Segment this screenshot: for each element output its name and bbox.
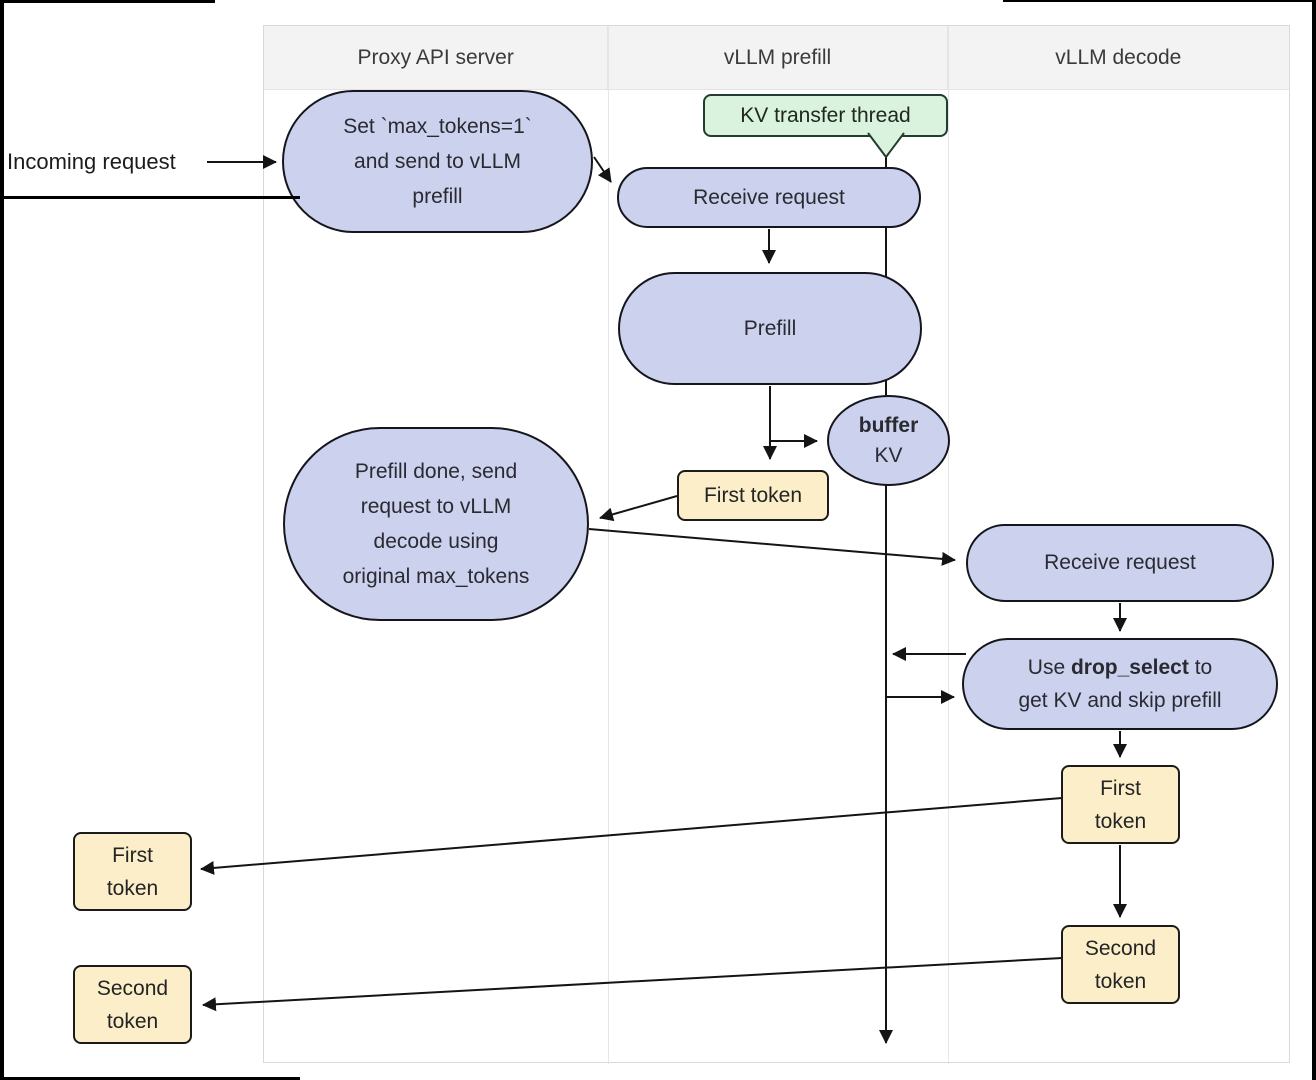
token-label: Second [1084,936,1157,960]
kv-transfer-thread-label: KV transfer thread [740,103,911,127]
node-line: Use drop_select to [1028,651,1212,684]
token-label: token [106,876,159,900]
node-line: and send to vLLM [354,150,521,173]
node-line: Prefill [743,316,797,340]
second-token-output-box: Second token [73,965,192,1044]
lane-header-proxy-api-server: Proxy API server [357,45,514,69]
node-line: get KV and skip prefill [1018,689,1222,712]
node-line: KV [874,443,903,467]
kv-transfer-thread-callout: KV transfer thread [703,94,948,137]
token-label: Second [96,976,169,1000]
buffer-kv-node: buffer KV [827,395,950,486]
first-token-decode-box: First token [1061,765,1180,844]
incoming-request-label: Incoming request [7,149,176,174]
node-line: original max_tokens [342,565,530,588]
node-text: Use [1027,656,1071,679]
node-line: buffer [858,413,919,437]
receive-request-prefill-node: Receive request [617,167,921,228]
node-line: prefill [412,185,463,208]
lane-header-row: Proxy API server vLLM prefill vLLM decod… [264,26,1289,90]
node-line: Receive request [1044,551,1196,574]
token-label: First token [703,484,803,507]
lane-separator [948,26,949,1064]
prefill-node: Prefill [618,272,922,385]
window-frame-bottom-left [0,1077,300,1080]
lane-separator [608,26,609,1064]
node-text-bold: drop_select [1070,656,1189,679]
receive-request-decode-node: Receive request [966,524,1274,602]
lane-header-vllm-decode: vLLM decode [946,26,1289,89]
window-frame-mid-left [0,196,300,199]
drop-select-node: Use drop_select to get KV and skip prefi… [962,638,1278,730]
window-frame-right [1312,0,1316,1080]
set-max-tokens-node: Set `max_tokens=1` and send to vLLM pref… [282,90,593,233]
token-label: token [1094,809,1147,833]
node-line: Receive request [693,185,845,209]
lane-header-vllm-prefill: vLLM prefill [607,26,946,89]
window-frame-left [0,0,4,1080]
window-frame-top-right [1003,0,1316,2]
node-line: Prefill done, send [354,460,518,483]
second-token-decode-box: Second token [1061,925,1180,1004]
token-label: First [112,843,153,867]
token-label: token [106,1009,159,1033]
token-label: token [1094,969,1147,993]
token-label: First [1100,776,1141,800]
first-token-prefill-box: First token [677,470,829,521]
node-line: decode using [373,530,499,553]
node-line: request to vLLM [360,495,512,518]
window-frame-top-left [0,0,215,3]
node-text: to [1188,656,1213,679]
prefill-done-node: Prefill done, send request to vLLM decod… [283,427,589,621]
first-token-output-box: First token [73,832,192,911]
node-line: Set `max_tokens=1` [343,115,532,138]
